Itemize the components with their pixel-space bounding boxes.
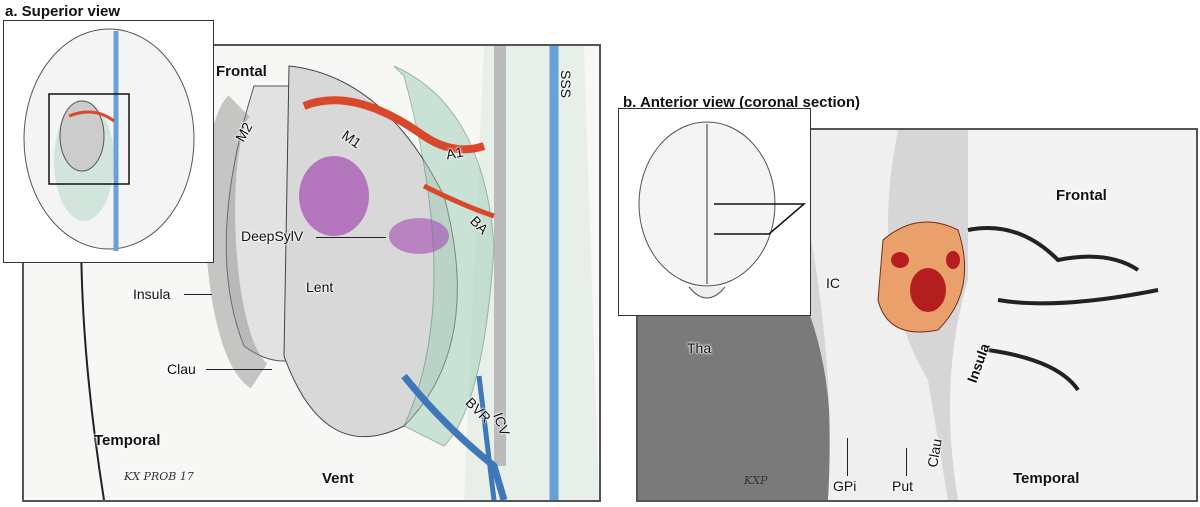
insula-leader-line bbox=[184, 294, 212, 295]
artist-signature: KX PROB 17 bbox=[124, 470, 194, 483]
label-frontal: Frontal bbox=[216, 63, 267, 80]
gpi-leader-line bbox=[847, 438, 848, 476]
label-ic: IC bbox=[826, 275, 840, 291]
panel-b-inset-head bbox=[618, 108, 811, 316]
label-temporal-b: Temporal bbox=[1013, 470, 1080, 487]
clau-leader-line bbox=[206, 369, 272, 370]
artist-signature-b: KXP bbox=[744, 474, 768, 487]
label-lent: Lent bbox=[306, 279, 334, 295]
brain-top-view-icon bbox=[23, 28, 195, 251]
label-insula: Insula bbox=[133, 286, 171, 302]
panel-a-inset-brain bbox=[3, 20, 214, 263]
label-vent: Vent bbox=[322, 470, 354, 487]
label-put: Put bbox=[892, 478, 914, 494]
label-a1: A1 bbox=[444, 143, 465, 163]
label-clau: Clau bbox=[167, 361, 196, 377]
label-deepsylv: DeepSylV bbox=[241, 228, 304, 244]
head-top-view-icon bbox=[638, 121, 807, 299]
deepsylv-leader-line bbox=[316, 237, 386, 238]
panel-a-title: a. Superior view bbox=[5, 3, 121, 20]
put-leader-line bbox=[906, 448, 907, 476]
panel-b-title: b. Anterior view (coronal section) bbox=[623, 94, 860, 111]
label-sss: SSS bbox=[558, 69, 575, 99]
label-frontal-b: Frontal bbox=[1056, 187, 1107, 204]
label-gpi: GPi bbox=[833, 478, 857, 494]
label-tha: Tha bbox=[687, 340, 712, 356]
label-temporal: Temporal bbox=[94, 432, 161, 449]
